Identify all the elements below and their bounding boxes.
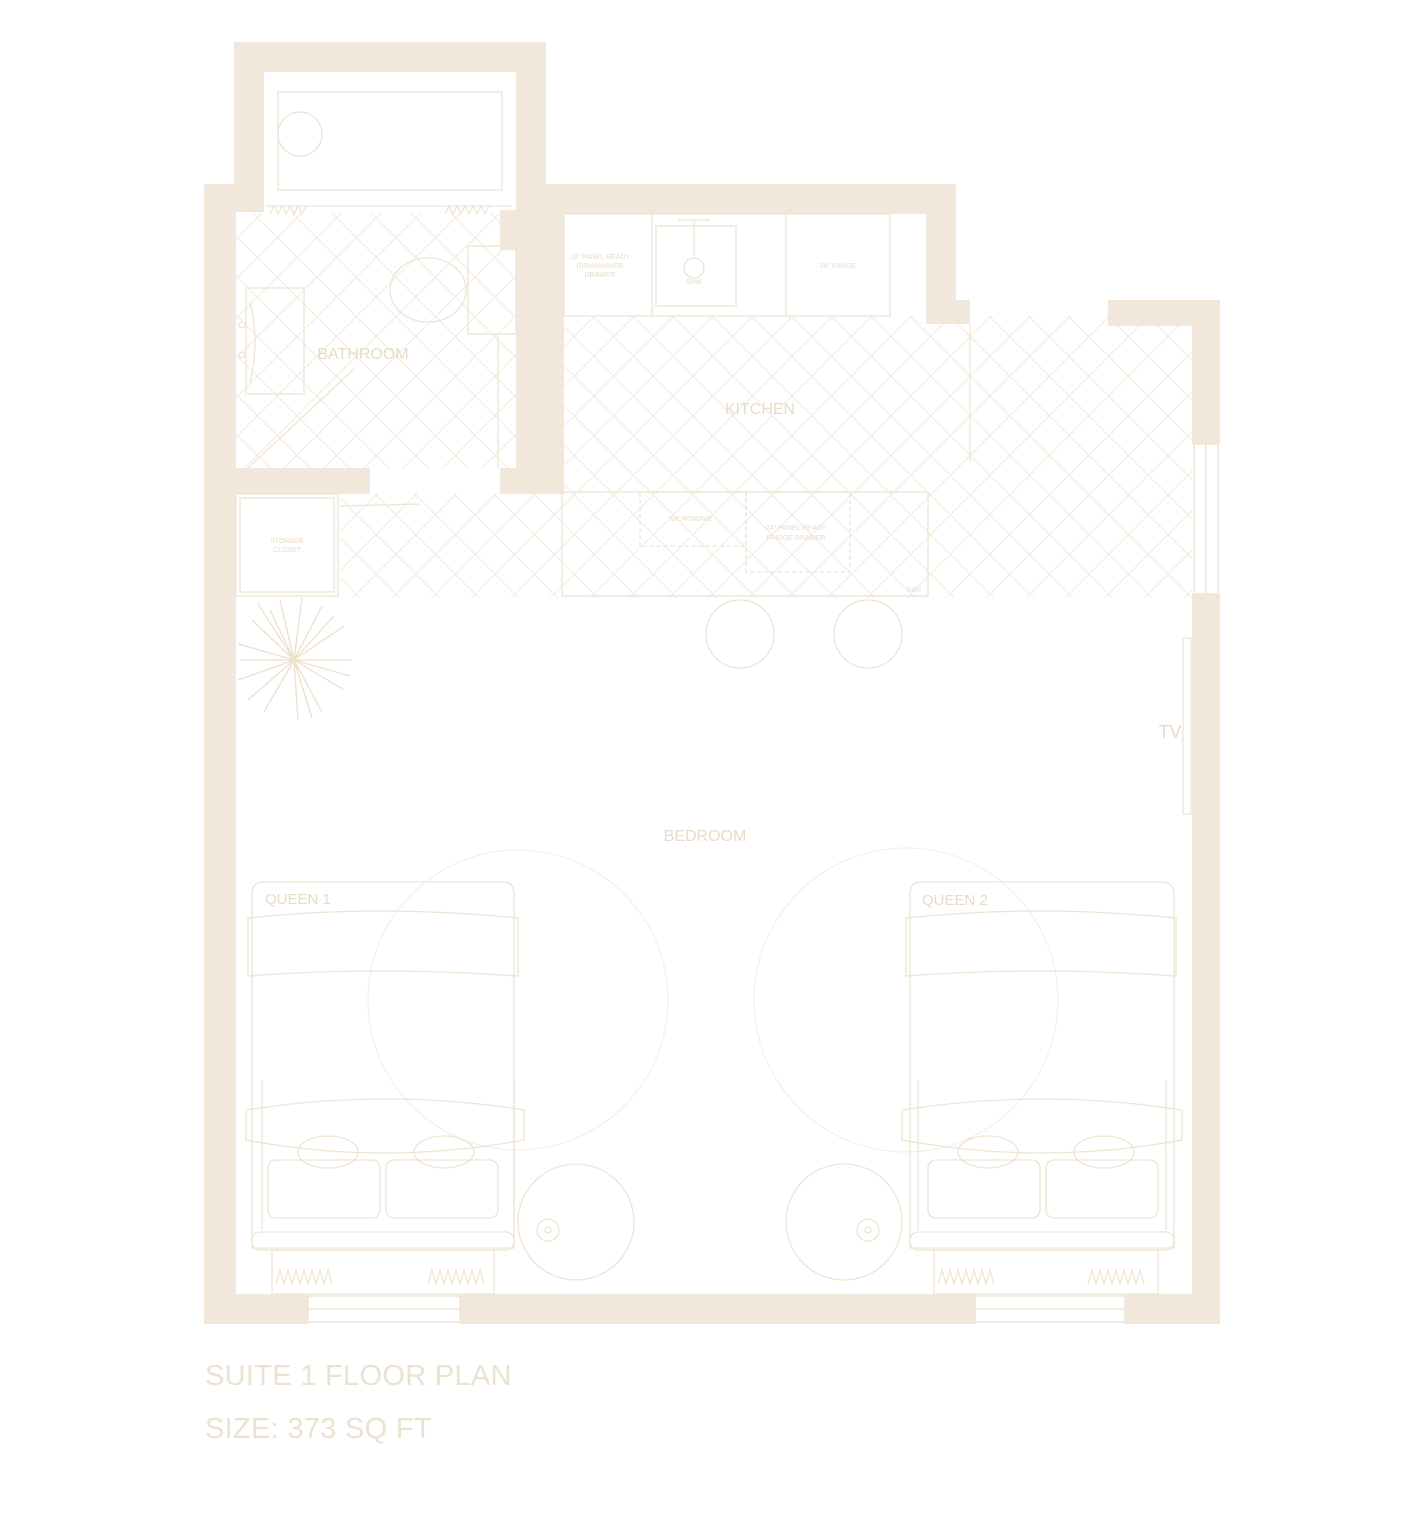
fridge-label-2: FRIDGE DRAWER [766,535,825,542]
tv-unit [1182,637,1192,815]
bar-label: BAR [907,587,921,594]
queen-2-label: QUEEN 2 [922,892,988,909]
plant [237,597,352,721]
tile-floor [236,213,1192,598]
room-label-bedroom: BEDROOM [664,828,747,845]
room-label-bathroom: BATHROOM [317,346,408,363]
range-label: 24" RANGE [819,263,856,270]
toilet [389,245,517,335]
plan-title: SUITE 1 FLOOR PLAN [205,1360,512,1392]
queen-bed-2 [901,881,1183,1295]
storage-closet [235,493,421,597]
tv-label: TV [1158,722,1181,742]
sink-label: SINK [686,279,703,286]
dishwasher-label-2: DISHWASHER [576,263,623,270]
queen-bed-1 [245,881,525,1295]
windows [307,443,1219,1323]
vanity [238,287,305,395]
room-label-kitchen: KITCHEN [725,401,795,418]
nightstands [517,1163,903,1281]
microwave-label: MICROWAVE [669,516,712,523]
bar-stools [705,599,903,669]
bathtub [266,91,512,216]
dishwasher-label-1: 18" PANEL READY [570,254,631,261]
queen-1-label: QUEEN 1 [265,891,331,908]
plan-size: SIZE: 373 SQ FT [205,1413,432,1445]
bar-island [561,491,929,597]
walls [204,42,1220,1324]
storage-label-2: CLOSET [273,547,302,554]
rugs [367,847,1059,1153]
storage-label-1: STORAGE [270,538,304,545]
fridge-label-1: 24" PANEL READY [766,525,827,532]
kitchen-counter [563,213,891,317]
dishwasher-label-3: DRAWER [585,272,616,279]
